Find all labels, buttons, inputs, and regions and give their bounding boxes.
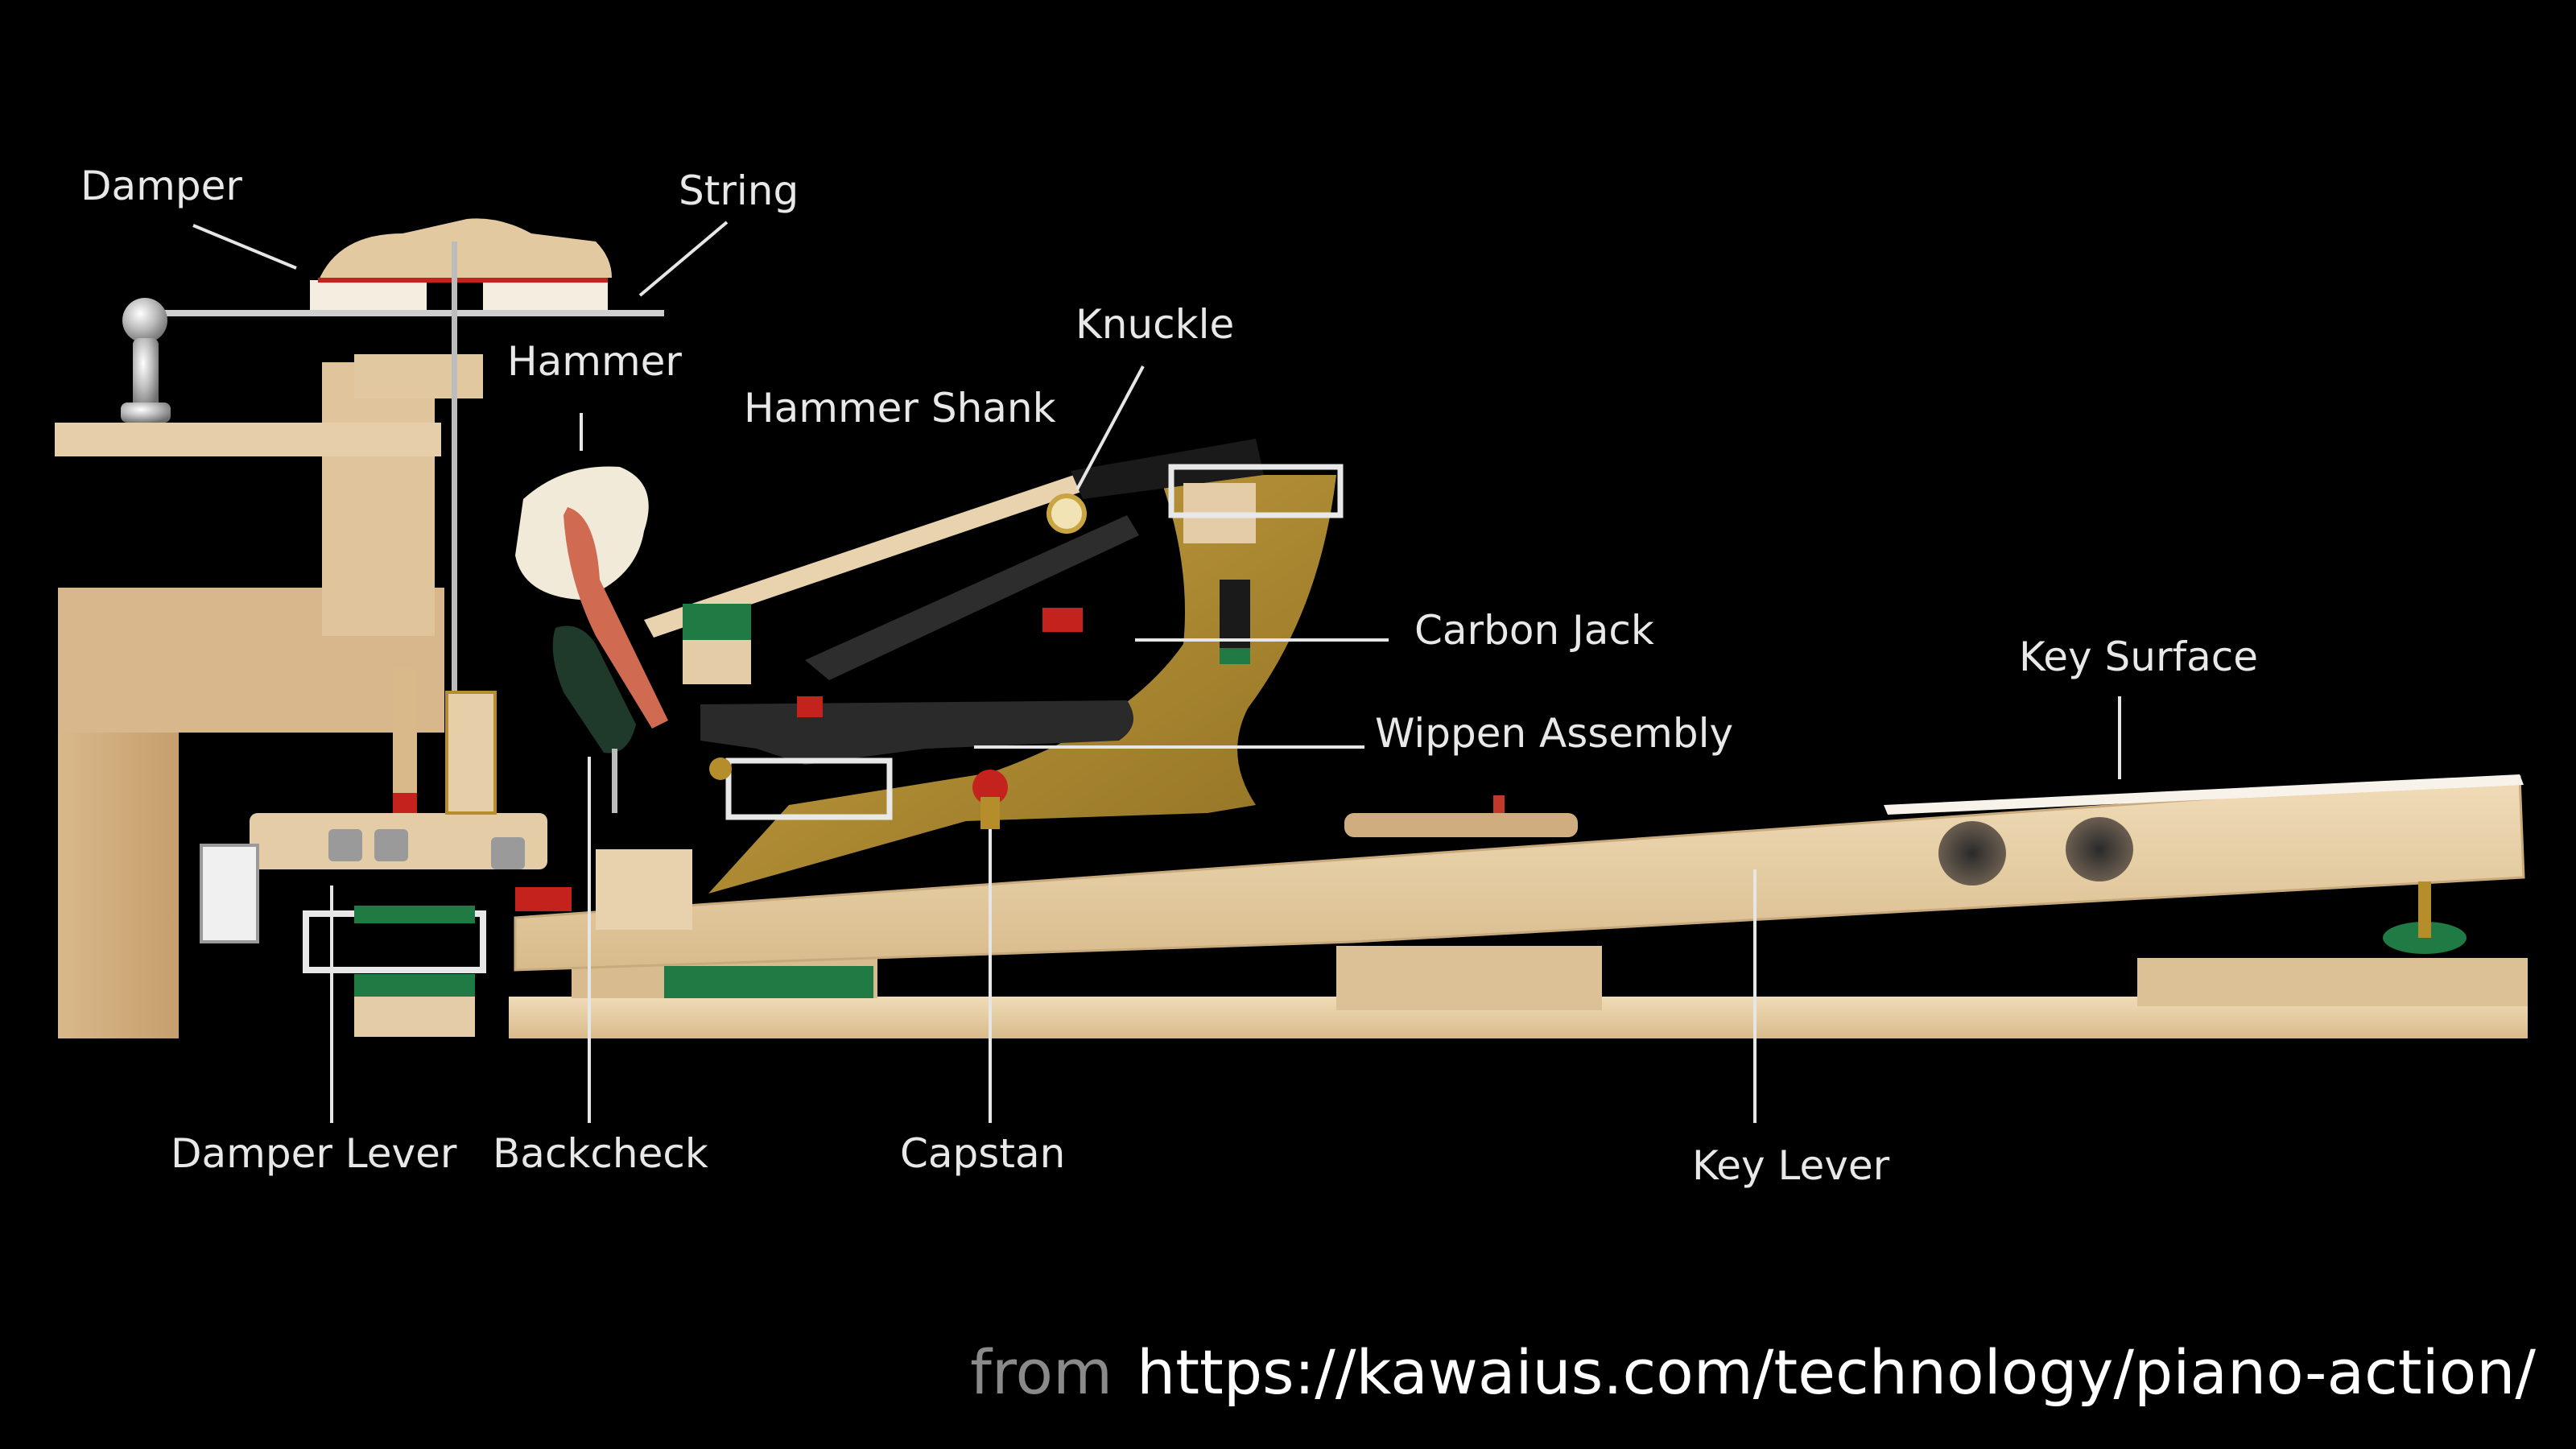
damper-knob-base (121, 402, 171, 423)
source-credit: from https://kawaius.com/technology/piano… (970, 1328, 2536, 1417)
damper-felt-left (310, 280, 427, 312)
label-key-lever: Key Lever (1692, 1142, 1890, 1189)
damper-lever-flange (200, 844, 259, 943)
capstan-screw (980, 797, 1000, 829)
label-string: String (679, 167, 799, 214)
key-surface-top (1884, 774, 2524, 815)
wippen-screw (709, 758, 732, 780)
key-lever-block (596, 849, 692, 930)
damper-felt-right (483, 280, 608, 312)
hammer-butt (683, 640, 751, 684)
upright-cap (354, 354, 483, 398)
damper-knob (122, 298, 167, 343)
label-key-surface: Key Surface (2019, 634, 2258, 680)
leader-knuckle (1075, 365, 1145, 490)
spoon-red-tip (515, 887, 572, 911)
repetition-bracket (1168, 464, 1344, 518)
hammer-molding (564, 507, 668, 729)
front-pin (2418, 881, 2431, 938)
label-damper-lever: Damper Lever (171, 1130, 457, 1177)
support-upright (322, 362, 435, 636)
part-labels: Damper String Hammer Hammer Shank Knuckl… (80, 163, 2258, 1189)
label-damper: Damper (80, 163, 242, 209)
label-hammer: Hammer (507, 338, 682, 385)
balance-rail (1336, 946, 1602, 1010)
back-rail-felt (664, 966, 873, 998)
hammer-butt-felt (683, 604, 751, 644)
leader-damper (192, 224, 297, 270)
knuckle (1046, 493, 1087, 534)
hammer-rail-arm (1071, 439, 1264, 499)
damper-spoon-felt (354, 906, 475, 923)
label-carbon-jack: Carbon Jack (1414, 607, 1654, 654)
front-rail (2137, 958, 2528, 1006)
label-backcheck: Backcheck (493, 1130, 708, 1177)
wippen-upper-arm (805, 515, 1139, 680)
jack-green-felt (1220, 648, 1250, 664)
jack-regulating-button (1042, 608, 1083, 632)
leader-lines (192, 221, 2121, 1123)
damper-post (393, 668, 417, 813)
damper-lever-felt (354, 974, 475, 998)
damper-lever-tab-1 (328, 829, 362, 861)
damper-felt-red-line (318, 278, 608, 283)
string-wire (161, 310, 664, 316)
damper-red-pad (393, 793, 417, 813)
label-wippen-assembly: Wippen Assembly (1375, 710, 1733, 757)
damper-wire (452, 242, 457, 692)
damper-lever-block (354, 997, 475, 1037)
balance-pin (1493, 795, 1505, 813)
key-weight-hole-2 (2066, 817, 2133, 881)
balance-pad (1344, 813, 1578, 837)
damper-clip (445, 691, 497, 815)
brass-action-bracket (708, 475, 1336, 894)
credit-prefix: from (970, 1336, 1113, 1408)
label-capstan: Capstan (900, 1130, 1065, 1177)
piano-action-illustration (55, 218, 2528, 1038)
credit-url[interactable]: https://kawaius.com/technology/piano-act… (1137, 1336, 2536, 1408)
capstan-felt (972, 770, 1008, 805)
leader-string (638, 221, 729, 297)
damper-head (318, 218, 612, 282)
backcheck-head (552, 625, 636, 753)
damper-lever-tab-2 (374, 829, 408, 861)
label-hammer-shank: Hammer Shank (744, 385, 1056, 431)
wippen-flange-white (725, 758, 893, 820)
top-shelf (55, 423, 441, 456)
label-knuckle: Knuckle (1075, 301, 1234, 348)
damper-knob-stem (133, 338, 159, 411)
damper-lever-tab-3 (491, 837, 525, 869)
key-weight-hole-1 (1938, 821, 2006, 886)
backcheck-wire (612, 749, 617, 813)
red-bushing (797, 696, 823, 717)
hammer-shank (644, 473, 1088, 638)
